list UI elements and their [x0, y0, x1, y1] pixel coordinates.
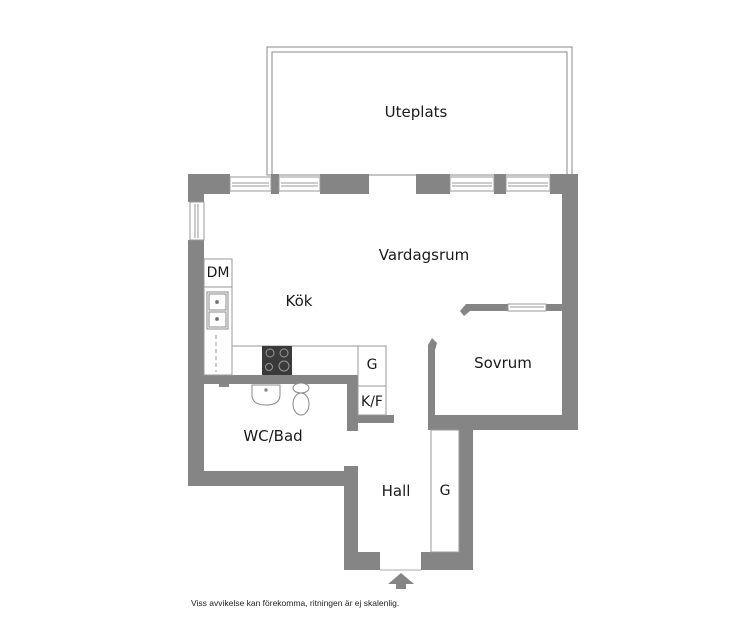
fixture-label-g-kitchen: G — [366, 357, 378, 373]
fixture-label-kf: K/F — [361, 394, 383, 410]
room-label-wc-bad: WC/Bad — [243, 427, 303, 445]
shower-tap-icon — [219, 384, 229, 387]
toilet-icon — [292, 382, 310, 416]
walls — [188, 174, 578, 570]
room-label-vardagsrum: Vardagsrum — [378, 246, 470, 264]
fixture-label-g-hall: G — [439, 483, 451, 499]
kitchen-counters — [203, 258, 460, 571]
fixture-label-dm: DM — [206, 265, 230, 281]
room-label-kok: Kök — [285, 292, 313, 310]
entrance-arrow-icon — [388, 573, 414, 589]
disclaimer-text: Viss avvikelse kan förekomma, ritningen … — [191, 598, 400, 608]
stove-icon — [262, 346, 292, 375]
washbasin-icon — [251, 384, 281, 406]
sink-icon — [206, 291, 229, 330]
room-label-hall: Hall — [381, 482, 411, 500]
room-label-sovrum: Sovrum — [474, 354, 532, 372]
windows — [189, 176, 551, 312]
room-label-uteplats: Uteplats — [384, 103, 448, 121]
